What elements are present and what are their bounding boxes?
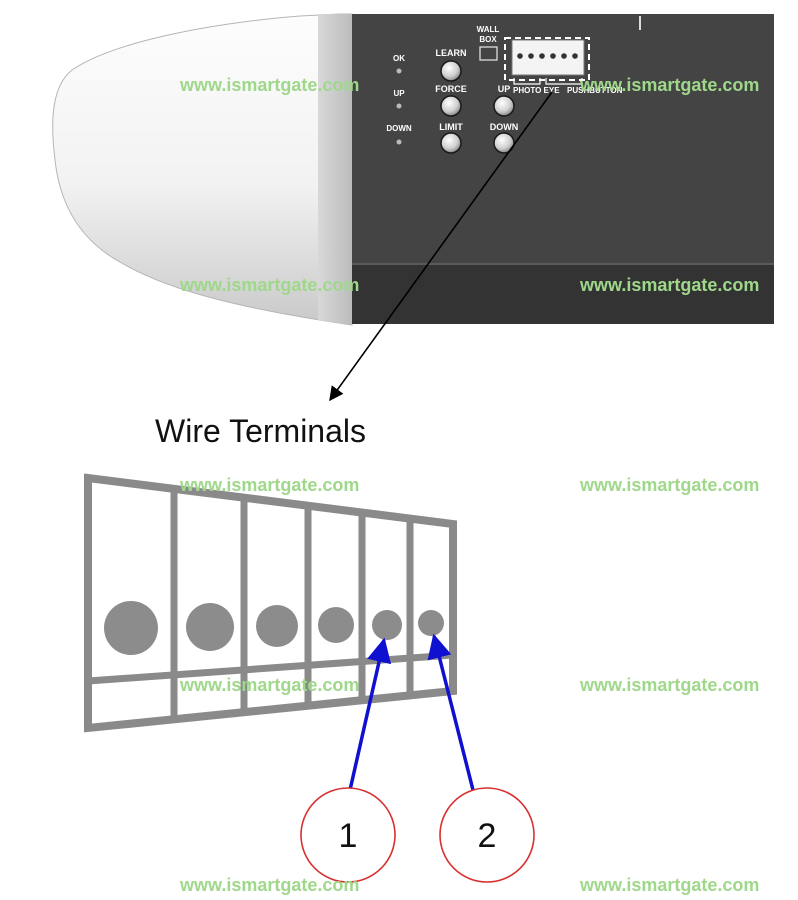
learn-label: LEARN bbox=[436, 48, 467, 58]
terminal-screw-1 bbox=[372, 610, 402, 640]
callout-arrow-2 bbox=[427, 633, 475, 791]
watermark-text: www.ismartgate.com bbox=[579, 275, 759, 295]
push-button-label: PUSHBUTTON bbox=[567, 86, 623, 95]
led-label-up: UP bbox=[393, 89, 405, 98]
panel-terminal-block bbox=[511, 39, 585, 76]
callout-arrow-1 bbox=[348, 637, 392, 791]
led-down bbox=[396, 139, 402, 145]
callout-1: 1 bbox=[300, 787, 396, 883]
up-button[interactable] bbox=[493, 95, 515, 117]
led-ok bbox=[396, 68, 402, 74]
terminal-block bbox=[84, 473, 457, 733]
force-button[interactable] bbox=[440, 95, 462, 117]
callout-1-number: 1 bbox=[339, 817, 358, 855]
wall-box-label-2: BOX bbox=[479, 35, 497, 44]
panel-lower-strip bbox=[352, 264, 774, 324]
callout-2: 2 bbox=[439, 787, 535, 883]
learn-button[interactable] bbox=[440, 60, 462, 82]
terminal-screw bbox=[186, 603, 234, 651]
force-label: FORCE bbox=[435, 84, 467, 94]
opener-bezel bbox=[318, 14, 352, 325]
watermark-text: www.ismartgate.com bbox=[579, 675, 759, 695]
limit-button[interactable] bbox=[440, 132, 462, 154]
terminal-screw bbox=[104, 601, 158, 655]
watermarks: www.ismartgate.com www.ismartgate.com ww… bbox=[179, 75, 759, 895]
panel-terminal-screws bbox=[517, 53, 578, 59]
terminal-screw bbox=[318, 607, 354, 643]
terminal-screw-2 bbox=[418, 610, 444, 636]
terminal-screw bbox=[256, 605, 298, 647]
terminal-outline bbox=[84, 473, 457, 733]
watermark-text: www.ismartgate.com bbox=[579, 475, 759, 495]
wall-box-connector bbox=[479, 46, 498, 61]
up-label: UP bbox=[498, 84, 511, 94]
diagram-title: Wire Terminals bbox=[155, 413, 366, 449]
down-label: DOWN bbox=[490, 122, 519, 132]
opener-unit: OK UP DOWN LEARN FORCE LIMIT UP DOWN WAL… bbox=[52, 13, 774, 326]
watermark-text: www.ismartgate.com bbox=[179, 275, 359, 295]
led-up bbox=[396, 103, 402, 109]
panel-terminal-highlight bbox=[504, 37, 590, 81]
down-button[interactable] bbox=[493, 132, 515, 154]
watermark-text: www.ismartgate.com bbox=[179, 875, 359, 895]
pointer-arrow bbox=[329, 91, 553, 402]
led-label-ok: OK bbox=[393, 54, 405, 63]
watermark-text: www.ismartgate.com bbox=[579, 75, 759, 95]
watermark-text: www.ismartgate.com bbox=[179, 675, 359, 695]
led-label-down: DOWN bbox=[386, 124, 412, 133]
photo-eye-label: PHOTO EYE bbox=[513, 86, 560, 95]
wall-box-label-1: WALL bbox=[477, 25, 500, 34]
callout-2-number: 2 bbox=[478, 817, 497, 855]
limit-label: LIMIT bbox=[439, 122, 463, 132]
opener-shell bbox=[52, 13, 353, 326]
watermark-text: www.ismartgate.com bbox=[579, 875, 759, 895]
terminal-screws bbox=[104, 601, 444, 655]
watermark-text: www.ismartgate.com bbox=[179, 475, 359, 495]
watermark-text: www.ismartgate.com bbox=[179, 75, 359, 95]
